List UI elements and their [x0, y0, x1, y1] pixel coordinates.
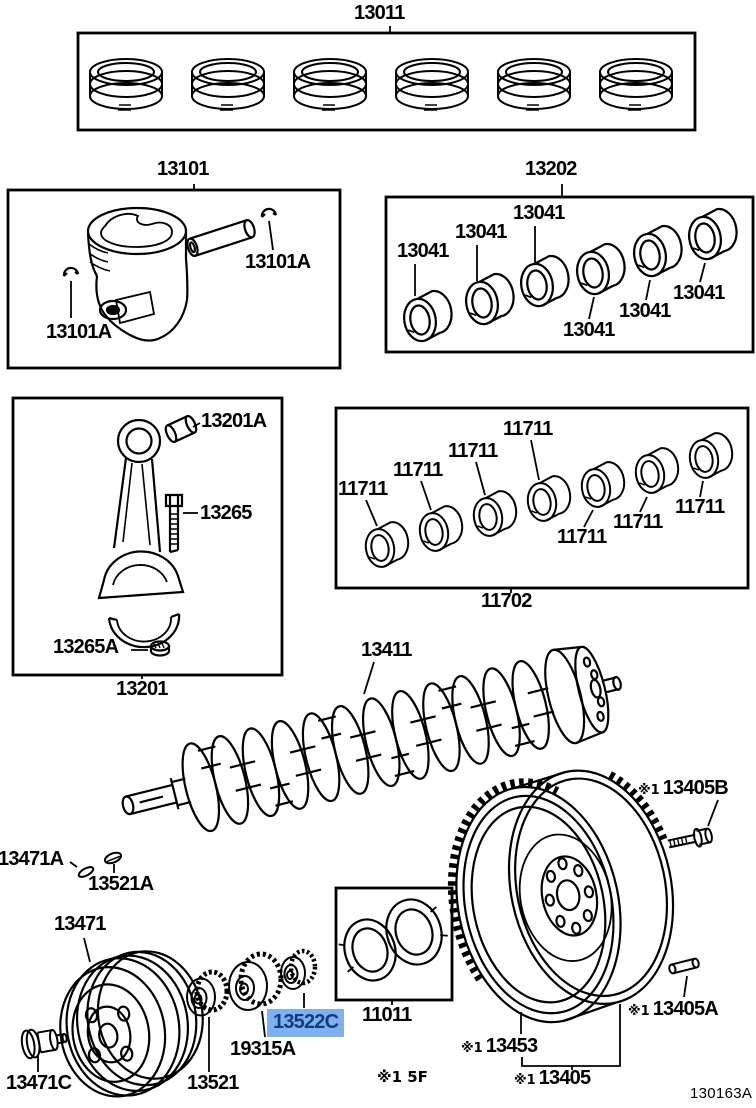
- label-rod-bearing-4: 13041: [563, 319, 615, 341]
- flywheel-number: 13405: [538, 1067, 591, 1089]
- piston-ring-sets: [89, 58, 673, 111]
- drawing-code: 130163A: [690, 1085, 753, 1102]
- ref-mark: ※1: [461, 1041, 483, 1056]
- label-crank-bearing-7: 11711: [675, 496, 725, 518]
- leader-lines: [37, 26, 719, 1072]
- ref-mark: ※1: [628, 1004, 650, 1019]
- label-pulley-key: 13471A: [0, 848, 64, 870]
- label-crank-bearing-1: 11711: [338, 478, 388, 500]
- label-oil-seal-retainer: 11011: [362, 1004, 412, 1026]
- label-selected-gear[interactable]: 13522C: [267, 1009, 345, 1037]
- label-rod-bolt: 13265: [200, 502, 252, 524]
- label-main-bearing-set: 13202: [525, 158, 577, 180]
- retainer-drawings: [338, 898, 448, 982]
- label-rod-bearing-5: 13041: [619, 300, 671, 322]
- crankshaft-drawing: [121, 645, 622, 833]
- label-ring-set: 13011: [354, 2, 405, 24]
- label-crank-bearing-set: 11702: [481, 590, 532, 612]
- label-crank-bearing-2: 11711: [393, 459, 443, 481]
- timing-gear-drawings: [186, 948, 318, 1017]
- flywheel-pin-number: 13405A: [652, 998, 719, 1020]
- label-rod-nut: 13265A: [53, 636, 119, 658]
- flywheel-bolt-drawing: [667, 827, 713, 975]
- label-crank-bearing-4: 11711: [503, 418, 553, 440]
- label-crankshaft: 13411: [361, 639, 412, 661]
- ref-mark: ※1: [638, 783, 660, 798]
- piston-drawing: [62, 206, 278, 342]
- label-timing-rotor: 19315A: [230, 1038, 296, 1060]
- label-timing-gear: 13521: [187, 1072, 239, 1094]
- ring-gear-number: 13453: [485, 1035, 538, 1057]
- connecting-rod-drawing: [97, 414, 198, 657]
- label-piston: 13101: [157, 158, 209, 180]
- label-crank-bearing-3: 11711: [448, 440, 498, 462]
- flywheel-drawing: [447, 769, 675, 1024]
- label-crank-bearing-6: 11711: [613, 511, 663, 533]
- pulley-drawing: [59, 950, 204, 1098]
- flywheel-bolt-number: 13405B: [662, 777, 729, 799]
- ref-mark: ※1: [514, 1073, 536, 1088]
- panel-borders: [6, 31, 755, 1002]
- label-rod-bearing-3: 13041: [513, 202, 565, 224]
- label-pulley-bolt: 13471C: [6, 1072, 72, 1094]
- label-rod-bushing: 13201A: [201, 410, 267, 432]
- label-rod-bearing-2: 13041: [455, 221, 507, 243]
- label-crank-bearing-5: 11711: [557, 526, 607, 548]
- label-connecting-rod: 13201: [116, 678, 168, 700]
- label-pulley-washer: 13521A: [88, 873, 154, 895]
- label-pulley: 13471: [54, 913, 106, 935]
- label-rod-bearing-1: 13041: [397, 240, 449, 262]
- label-snap-ring-left: 13101A: [46, 321, 112, 343]
- footnote: ※1 5F: [377, 1068, 428, 1086]
- label-snap-ring-right: 13101A: [245, 251, 311, 273]
- label-rod-bearing-6: 13041: [673, 282, 725, 304]
- pulley-small-parts: [20, 851, 123, 1060]
